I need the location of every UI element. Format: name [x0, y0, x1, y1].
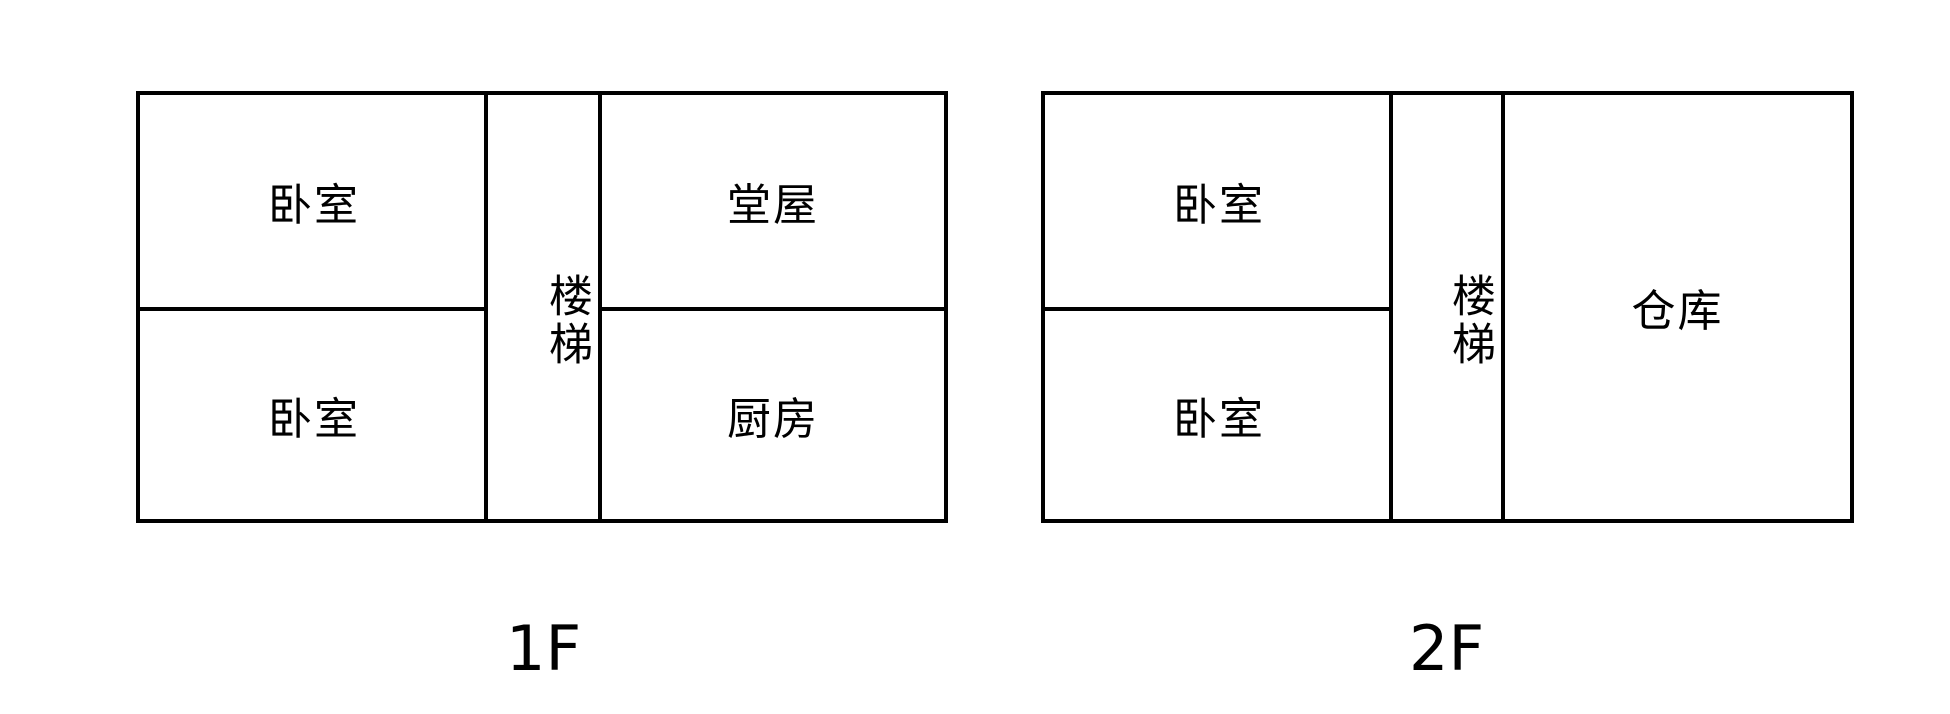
- room-label: 卧室: [1173, 394, 1265, 445]
- room-bedroom-1f-bottom: 卧室: [140, 311, 488, 519]
- room-kitchen-1f: 厨房: [602, 311, 944, 519]
- floor-plan-2f: 卧室 卧室 楼梯 仓库: [1041, 91, 1854, 523]
- room-label: 卧室: [268, 180, 360, 231]
- room-stairs-1f: 楼梯: [484, 95, 602, 519]
- floor-plan-1f: 卧室 卧室 楼梯 堂屋 厨房: [136, 91, 948, 523]
- room-label: 堂屋: [727, 180, 819, 231]
- room-bedroom-2f-bottom: 卧室: [1045, 311, 1393, 519]
- floor-label-2f: 2F: [1409, 612, 1485, 685]
- room-label: 卧室: [1173, 180, 1265, 231]
- room-label: 楼梯: [541, 273, 592, 369]
- room-label: 厨房: [727, 394, 819, 445]
- room-label: 卧室: [268, 394, 360, 445]
- room-bedroom-2f-top: 卧室: [1045, 95, 1393, 311]
- floor-label-1f: 1F: [506, 612, 582, 685]
- room-label: 楼梯: [1444, 273, 1495, 369]
- room-bedroom-1f-top: 卧室: [140, 95, 488, 311]
- room-storage-2f: 仓库: [1505, 95, 1850, 519]
- room-label: 仓库: [1631, 286, 1724, 337]
- room-stairs-2f: 楼梯: [1389, 95, 1505, 519]
- room-main-hall-1f: 堂屋: [602, 95, 944, 311]
